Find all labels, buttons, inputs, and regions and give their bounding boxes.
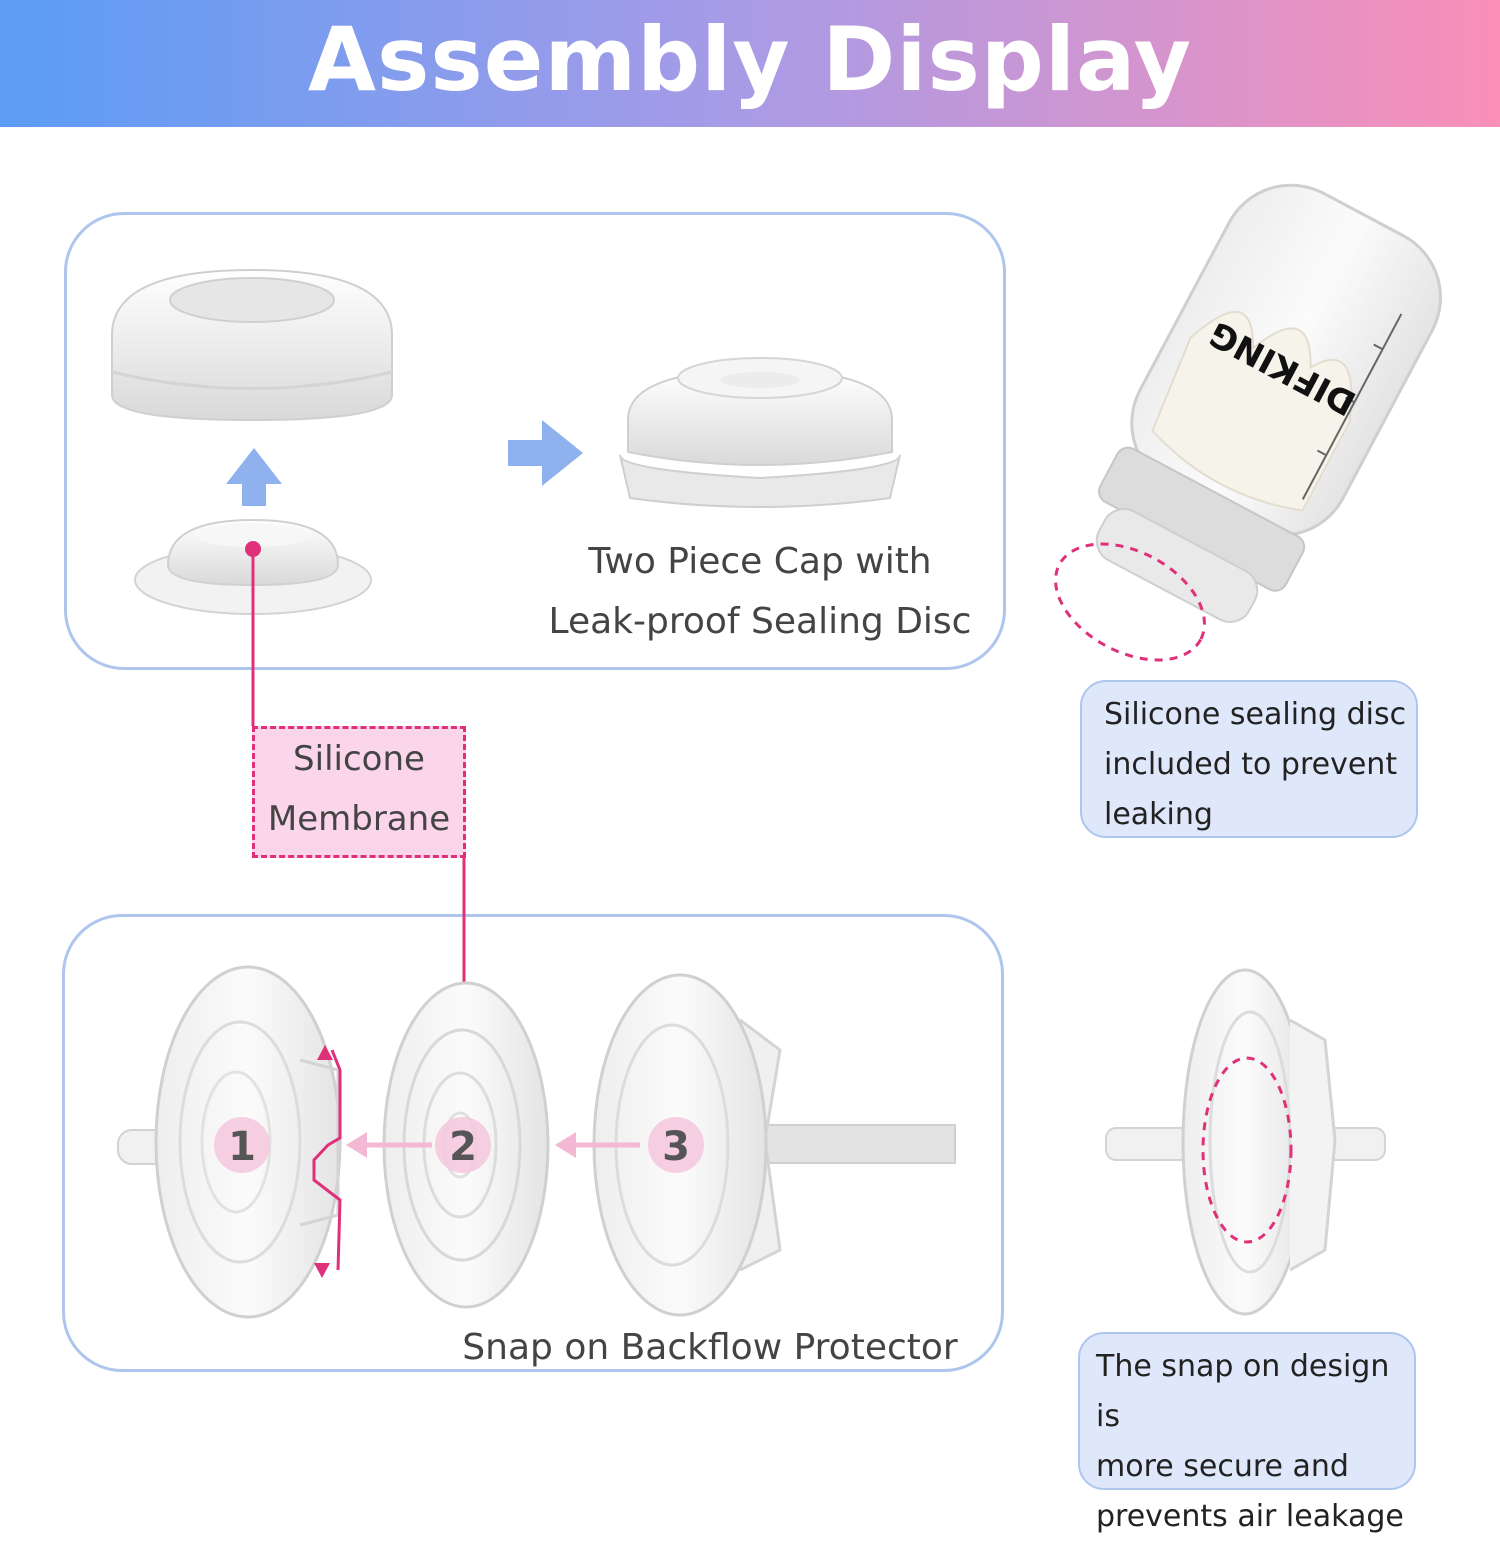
assembled-valve-image	[1105, 968, 1386, 1316]
right-arrow-icon	[508, 420, 583, 486]
caption-line-2: Leak-proof Sealing Disc	[548, 601, 972, 642]
step-number-3: 3	[662, 1124, 690, 1170]
bottle-image	[1095, 183, 1442, 623]
step-arrow-3-to-2	[555, 1132, 640, 1158]
snap-highlight-ring	[1201, 1056, 1293, 1244]
note-bottom-line-3: prevents air leakage	[1096, 1499, 1404, 1534]
note-bottom-line-2: more secure and	[1096, 1449, 1349, 1484]
membrane-label-line-2: Membrane	[267, 799, 451, 839]
step-number-2: 2	[449, 1124, 477, 1170]
assembled-cap-image	[619, 357, 901, 508]
step-badge-1: 1	[214, 1117, 270, 1173]
top-panel-caption: Two Piece Cap with Leak-proof Sealing Di…	[520, 532, 1000, 652]
snap-design-note: The snap on design is more secure and pr…	[1078, 1332, 1416, 1534]
silicone-membrane-label: Silicone Membrane	[252, 726, 466, 858]
note-top-line-3: leaking	[1104, 797, 1213, 832]
step-badge-2: 2	[435, 1117, 491, 1173]
seal-highlight-ring	[1054, 542, 1206, 662]
note-top-line-2: included to prevent	[1104, 747, 1398, 782]
membrane-label-line-1: Silicone	[293, 739, 425, 779]
bottom-panel-caption: Snap on Backflow Protector	[462, 1327, 958, 1368]
caption-line-1: Two Piece Cap with	[588, 541, 932, 582]
header-banner: Assembly Display	[0, 0, 1500, 127]
page-title: Assembly Display	[307, 8, 1193, 111]
cap-ring-image	[111, 268, 393, 422]
step-badge-3: 3	[648, 1117, 704, 1173]
step-number-1: 1	[228, 1124, 256, 1170]
note-bottom-line-1: The snap on design is	[1096, 1349, 1390, 1434]
illustration-canvas: DIFKING 1 2	[111, 183, 1442, 1319]
sealing-disc-note: Silicone sealing disc included to preven…	[1080, 680, 1418, 838]
note-top-line-1: Silicone sealing disc	[1104, 697, 1407, 732]
up-arrow-icon	[226, 448, 282, 506]
step-arrow-2-to-1	[346, 1132, 432, 1158]
